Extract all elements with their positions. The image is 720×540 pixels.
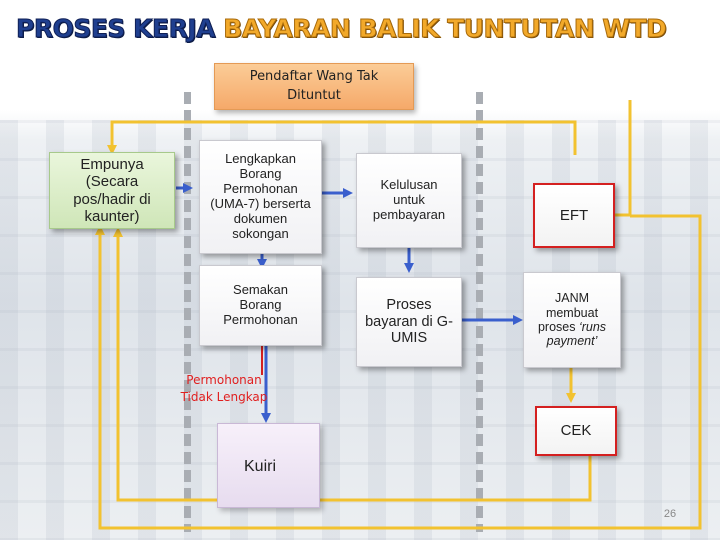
column-divider-1 — [184, 92, 191, 532]
blue-arrow-lines — [176, 183, 523, 423]
node-kelulusan: Kelulusan untuk pembayaran — [356, 153, 462, 248]
title-part-1: PROSES KERJA — [16, 14, 216, 44]
node-empunya: Empunya (Secara pos/hadir di kaunter) — [49, 152, 175, 229]
node-semakan-borang: Semakan Borang Permohonan — [199, 265, 322, 346]
title-part-2: BAYARAN BALIK TUNTUTAN WTD — [223, 14, 668, 44]
node-cek: CEK — [535, 406, 617, 456]
node-label: Empunya (Secara pos/hadir di kaunter) — [73, 156, 151, 225]
yellow-line-return-inner — [113, 227, 592, 502]
node-label: Semakan Borang Permohonan — [223, 282, 298, 327]
janm-label-italic: ‘runs payment’ — [546, 320, 607, 349]
node-label: JANM membuat proses ‘runs payment’ — [524, 291, 620, 349]
yellow-line-eft-side — [615, 100, 632, 217]
yellow-line-return-outer — [95, 214, 702, 530]
node-kuiri: Kuiri — [217, 423, 320, 508]
page-title: PROSES KERJA BAYARAN BALIK TUNTUTAN WTD — [16, 14, 716, 44]
node-label: Kelulusan untuk pembayaran — [372, 177, 446, 222]
node-label: Lengkapkan Borang Permohonan (UMA-7) ber… — [210, 151, 311, 241]
page-number: 26 — [663, 508, 677, 520]
node-proses-bayaran: Proses bayaran di G-UMIS — [356, 277, 462, 367]
node-label: EFT — [559, 206, 589, 224]
yellow-line-pendaftar-to-empunya — [107, 120, 265, 155]
label-text: Permohonan Tidak Lengkap — [180, 373, 268, 405]
label-permohonan-tidak-lengkap: Permohonan Tidak Lengkap — [178, 372, 270, 407]
column-divider-2 — [476, 92, 483, 532]
node-label: CEK — [560, 422, 592, 440]
janm-label-main: JANM membuat proses — [537, 291, 599, 334]
node-pendaftar-wang-tak-dituntut: Pendaftar Wang Tak Dituntut — [214, 63, 414, 110]
node-janm-runs-payment: JANM membuat proses ‘runs payment’ — [523, 272, 621, 368]
node-eft: EFT — [533, 183, 615, 248]
node-lengkapkan-borang: Lengkapkan Borang Permohonan (UMA-7) ber… — [199, 140, 322, 254]
node-label: Kuiri — [244, 458, 277, 475]
node-label: Proses bayaran di G-UMIS — [365, 296, 453, 347]
node-label: Pendaftar Wang Tak Dituntut — [249, 68, 379, 103]
